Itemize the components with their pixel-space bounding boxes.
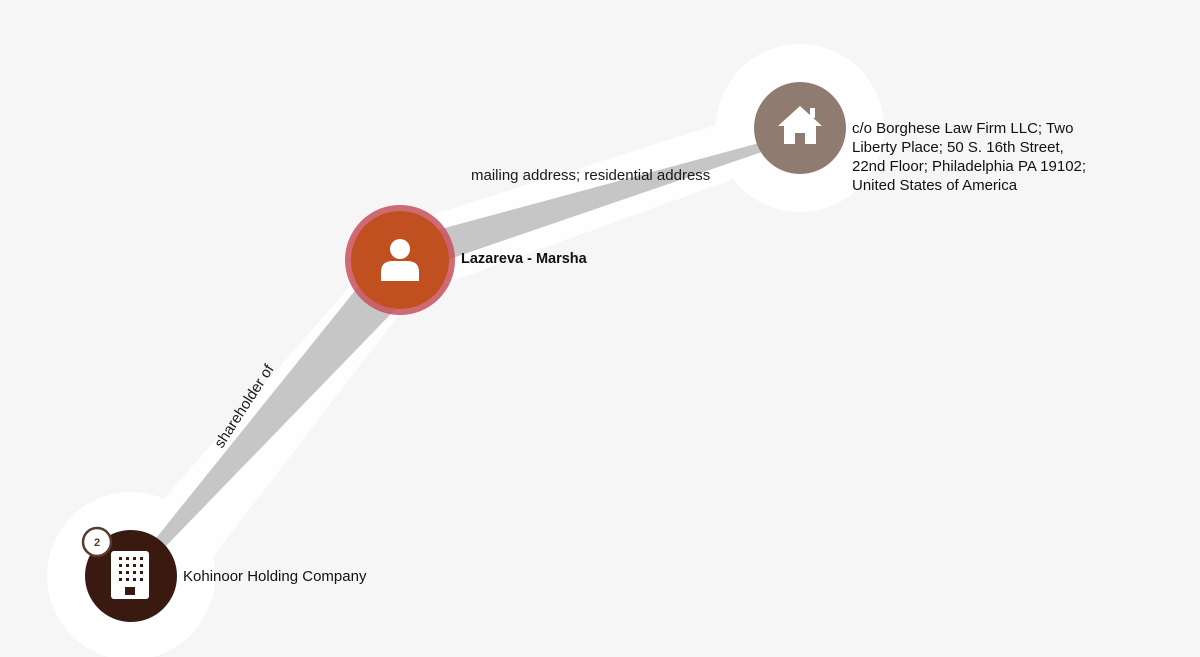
address-line-2: Liberty Place; 50 S. 16th Street, — [852, 139, 1064, 156]
building-icon — [111, 551, 149, 599]
company-node-label: Kohinoor Holding Company — [183, 568, 367, 585]
address-node-label: c/o Borghese Law Firm LLC; Two Liberty P… — [852, 119, 1086, 195]
address-line-1: c/o Borghese Law Firm LLC; Two — [852, 120, 1074, 137]
edge-person-company[interactable] — [128, 262, 418, 579]
address-line-4: United States of America — [852, 177, 1018, 194]
person-node[interactable] — [345, 205, 455, 315]
edge-person-address[interactable] — [400, 132, 800, 276]
address-line-3: 22nd Floor; Philadelphia PA 19102; — [852, 158, 1087, 175]
person-node-circle[interactable] — [351, 211, 449, 309]
person-icon — [381, 239, 419, 281]
address-node[interactable] — [754, 82, 846, 174]
house-icon — [778, 106, 822, 144]
person-node-label: Lazareva - Marsha — [461, 251, 587, 267]
edge-label-person-address: mailing address; residential address — [471, 167, 710, 184]
company-badge-count: 2 — [94, 537, 100, 549]
company-node[interactable]: 2 — [81, 526, 177, 622]
company-badge: 2 — [81, 526, 113, 558]
